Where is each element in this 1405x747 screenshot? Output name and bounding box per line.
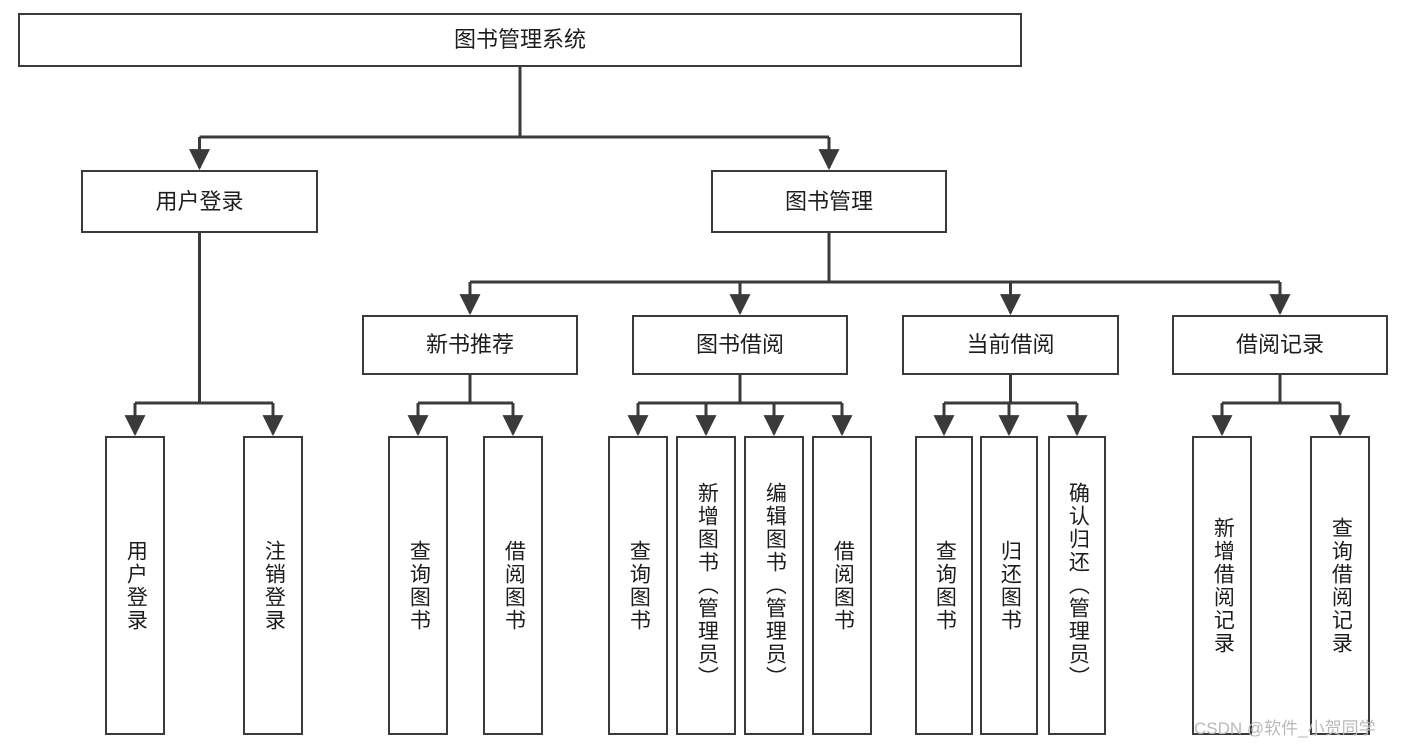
node-label: 新增图书（管理员） — [695, 482, 719, 689]
node-root[interactable]: 图书管理系统 — [18, 13, 1022, 67]
node-label: 查询借阅记录 — [1329, 516, 1353, 655]
node-label: 归还图书 — [998, 539, 1022, 632]
node-label: 用户登录 — [155, 188, 244, 214]
node-label: 编辑图书（管理员） — [763, 482, 787, 689]
node-current-borrow[interactable]: 当前借阅 — [902, 315, 1119, 375]
node-label: 查询图书 — [627, 539, 651, 632]
node-leaf-logout-login[interactable]: 注销登录 — [243, 436, 303, 735]
node-leaf-add-book[interactable]: 新增图书（管理员） — [676, 436, 736, 735]
node-leaf-borrow-book-1[interactable]: 借阅图书 — [483, 436, 543, 735]
node-label: 注销登录 — [262, 539, 286, 632]
node-label: 借阅图书 — [831, 539, 855, 632]
node-leaf-borrow-book-2[interactable]: 借阅图书 — [812, 436, 872, 735]
node-label: 借阅图书 — [502, 539, 526, 632]
node-leaf-query-book-1[interactable]: 查询图书 — [388, 436, 448, 735]
csdn-watermark: CSDN @软件_小贺同学 — [1194, 719, 1376, 738]
node-book-manage[interactable]: 图书管理 — [711, 170, 947, 233]
node-leaf-query-book-3[interactable]: 查询图书 — [915, 436, 973, 735]
node-label: 查询图书 — [407, 539, 431, 632]
node-label: 图书管理系统 — [453, 27, 586, 53]
node-label: 借阅记录 — [1235, 332, 1324, 358]
node-label: 确认归还（管理员） — [1066, 482, 1090, 689]
node-label: 查询图书 — [933, 539, 957, 632]
node-label: 新书推荐 — [425, 332, 514, 358]
node-leaf-edit-book[interactable]: 编辑图书（管理员） — [744, 436, 804, 735]
node-label: 图书借阅 — [695, 332, 784, 358]
node-label: 新增借阅记录 — [1211, 516, 1235, 655]
node-leaf-query-record[interactable]: 查询借阅记录 — [1310, 436, 1370, 735]
node-label: 当前借阅 — [966, 332, 1055, 358]
node-borrow-record[interactable]: 借阅记录 — [1172, 315, 1388, 375]
node-leaf-query-book-2[interactable]: 查询图书 — [608, 436, 668, 735]
node-user-login[interactable]: 用户登录 — [81, 170, 318, 233]
node-label: 用户登录 — [124, 539, 148, 632]
node-book-borrow[interactable]: 图书借阅 — [632, 315, 848, 375]
node-leaf-user-login[interactable]: 用户登录 — [105, 436, 165, 735]
node-leaf-add-record[interactable]: 新增借阅记录 — [1192, 436, 1252, 735]
node-new-book-recommend[interactable]: 新书推荐 — [362, 315, 578, 375]
node-leaf-return-book[interactable]: 归还图书 — [980, 436, 1038, 735]
node-label: 图书管理 — [784, 188, 873, 214]
node-leaf-confirm-return[interactable]: 确认归还（管理员） — [1048, 436, 1106, 735]
